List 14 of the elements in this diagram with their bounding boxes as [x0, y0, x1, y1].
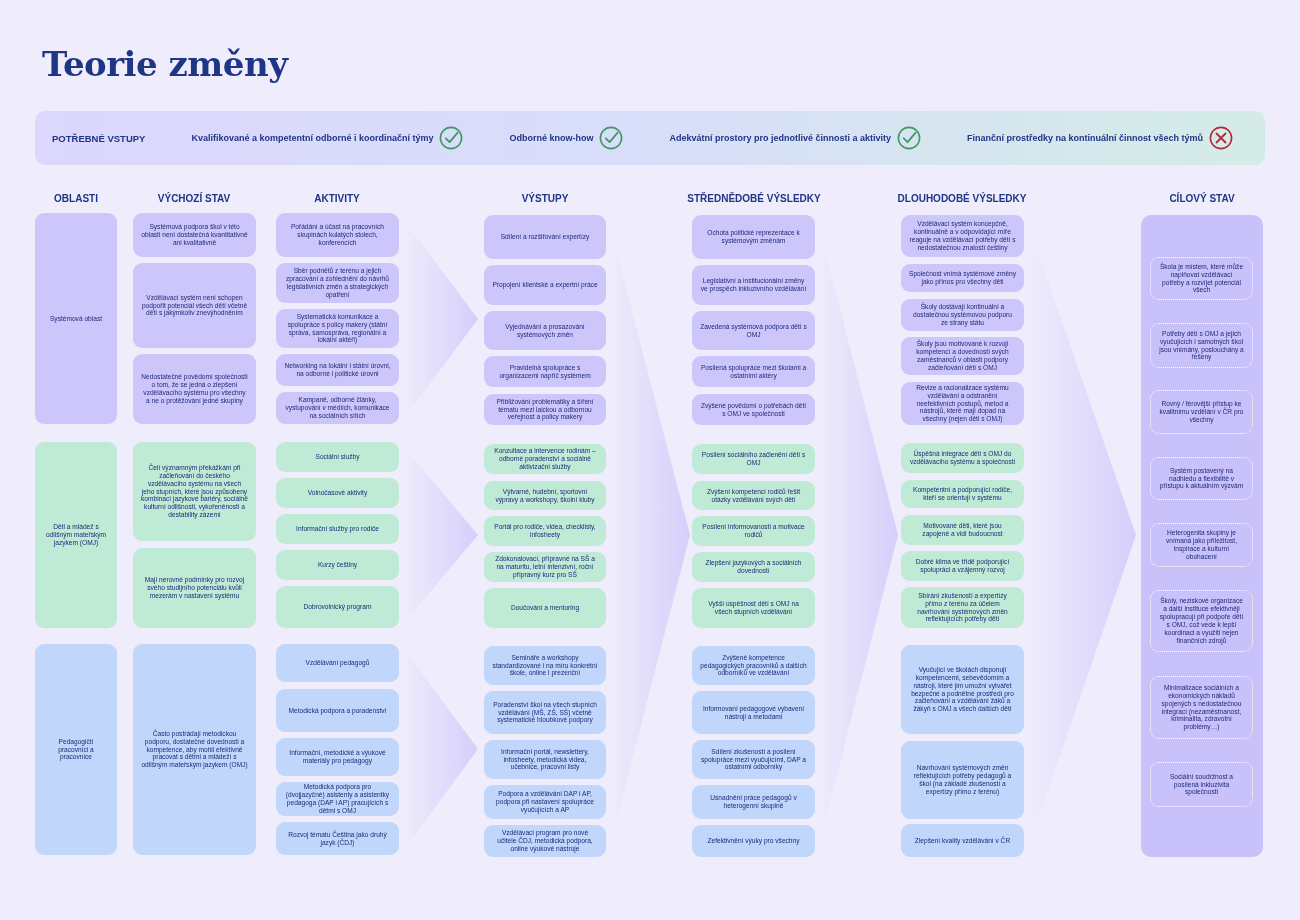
input-text: Kvalifikované a kompetentní odborné i koordinační týmy [191, 133, 434, 143]
column-heading: DLOUHODOBÉ VÝSLEDKY [897, 193, 1027, 204]
inputs-heading: POTŘEBNÉ VSTUPY [52, 132, 146, 144]
input-text: Finanční prostředky na kontinuální činnost všech týmů [966, 133, 1203, 143]
column-heading: OBLASTI [54, 193, 98, 204]
column-heading: VÝCHOZÍ STAV [157, 193, 231, 204]
column-heading: AKTIVITY [314, 193, 360, 204]
inputs-band [35, 111, 1265, 165]
column-heading: CÍLOVÝ STAV [1168, 193, 1236, 204]
page-title: Teorie změny [42, 44, 288, 84]
column-heading: STŘEDNĚDOBÉ VÝSLEDKY [687, 193, 821, 204]
input-text: Odborné know-how [509, 133, 594, 143]
column-heading: VÝSTUPY [521, 193, 569, 204]
input-text: Adekvátní prostory pro jednotlivé činnosti a aktivity [669, 133, 891, 143]
